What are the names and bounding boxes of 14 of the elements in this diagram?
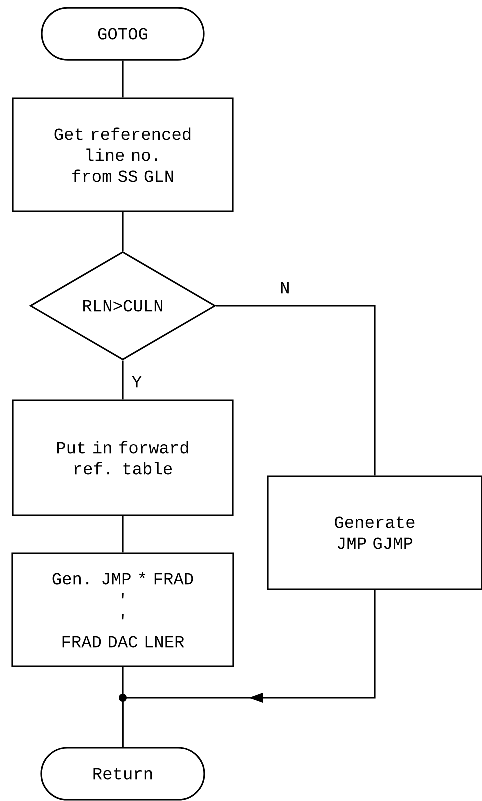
connector	[122, 212, 124, 252]
terminal-box: GOTOG	[41, 7, 205, 61]
process-box: Generate JMP GJMP	[267, 476, 482, 590]
process-box: Gen. JMP * FRAD ' ' FRAD DAC LNER	[12, 552, 234, 668]
connector	[119, 590, 376, 748]
edge-label: Y	[130, 375, 144, 389]
process-box: Put in forward ref. table	[12, 400, 234, 516]
connector	[216, 305, 376, 476]
connector	[122, 360, 124, 400]
terminal-box: Return	[40, 747, 206, 801]
connector	[122, 516, 124, 553]
connector	[122, 60, 124, 98]
process-box: Get referenced line no. from SS GLN	[12, 98, 234, 212]
edge-label: N	[279, 281, 292, 295]
